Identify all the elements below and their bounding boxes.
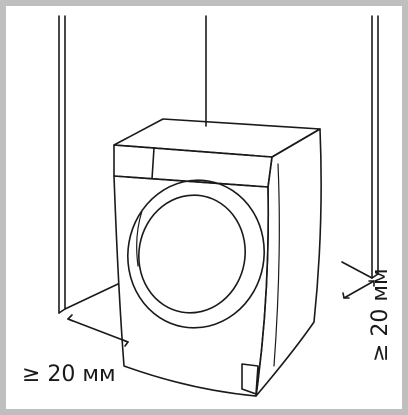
washing-machine-illustration bbox=[58, 15, 379, 397]
filter-cover bbox=[241, 363, 259, 395]
machine-top bbox=[113, 118, 321, 158]
left-wall bbox=[58, 15, 66, 314]
right-clearance-label: ≥ 20 мм bbox=[368, 268, 393, 362]
right-clearance-arrow bbox=[342, 280, 375, 299]
machine-side bbox=[255, 128, 322, 397]
washing-machine bbox=[113, 118, 322, 397]
door-outer-ring bbox=[127, 179, 265, 329]
machine-front bbox=[113, 175, 270, 397]
door-glass bbox=[138, 194, 246, 314]
left-clearance-arrow bbox=[67, 314, 129, 347]
right-wall bbox=[371, 15, 379, 279]
left-clearance-label: ≥ 20 мм bbox=[22, 362, 116, 387]
floor-lines bbox=[64, 261, 373, 310]
